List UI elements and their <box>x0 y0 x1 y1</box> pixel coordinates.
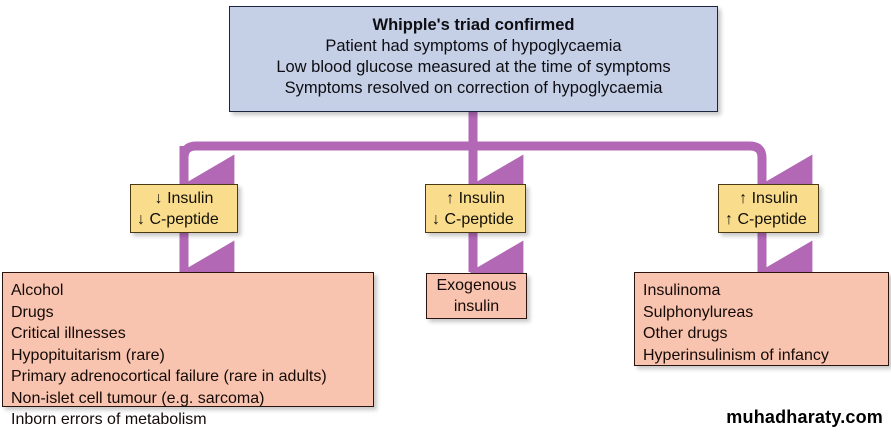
decision-centre-line-1: ↑ Insulin <box>446 189 505 207</box>
whipples-triad-criterion-3: Symptoms resolved on correction of hypog… <box>284 79 663 97</box>
outcome-left-item-4: Hypopituitarism (rare) <box>11 346 165 364</box>
outcome-right-item-4: Hyperinsulinism of infancy <box>643 346 829 364</box>
whipples-triad-heading: Whipple's triad confirmed <box>372 16 575 34</box>
outcome-centre-item-1: Exogenous <box>436 276 517 294</box>
site-watermark: muhadharaty.com <box>726 407 883 427</box>
decision-right-line-2: ↑ C-peptide <box>725 210 807 228</box>
connector-bus <box>179 141 813 218</box>
outcome-centre-item-2: insulin <box>453 298 500 315</box>
outcome-left-item-6: Non-islet cell tumour (e.g. sarcoma) <box>11 389 265 407</box>
outcome-left-item-5: Primary adrenocortical failure (rare in … <box>11 368 327 385</box>
decision-left-line-1: ↓ Insulin <box>154 189 214 207</box>
outcome-left-item-7: Inborn errors of metabolism <box>11 411 207 428</box>
whipples-triad-criterion-2: Low blood glucose measured at the time o… <box>276 58 671 76</box>
decision-box-low-insulin-low-cpeptide: ↓ Insulin ↓ C-peptide <box>130 184 238 233</box>
decision-right-line-1: ↑ Insulin <box>739 189 798 207</box>
whipples-triad-criterion-1: Patient had symptoms of hypoglycaemia <box>325 37 622 55</box>
outcome-box-non-insulin-causes: Alcohol Drugs Critical illnesses Hypopit… <box>2 272 374 428</box>
outcome-right-item-2: Sulphonylureas <box>643 303 754 321</box>
outcome-box-exogenous-insulin: Exogenous insulin <box>426 273 527 319</box>
outcome-right-item-1: Insulinoma <box>643 282 721 299</box>
whipples-triad-box: Whipple's triad confirmed Patient had sy… <box>229 6 718 112</box>
decision-centre-line-2: ↓ C-peptide <box>432 210 514 228</box>
outcome-box-hyperinsulinaemic-causes: Insulinoma Sulphonylureas Other drugs Hy… <box>634 272 889 366</box>
outcome-left-item-3: Critical illnesses <box>11 325 126 342</box>
outcome-right-item-3: Other drugs <box>643 325 728 342</box>
outcome-left-item-2: Drugs <box>11 303 54 321</box>
outcome-left-item-1: Alcohol <box>11 282 64 299</box>
decision-left-line-2: ↓ C-peptide <box>137 210 219 228</box>
decision-box-high-insulin-low-cpeptide: ↑ Insulin ↓ C-peptide <box>425 184 526 233</box>
decision-box-high-insulin-high-cpeptide: ↑ Insulin ↑ C-peptide <box>718 184 819 233</box>
